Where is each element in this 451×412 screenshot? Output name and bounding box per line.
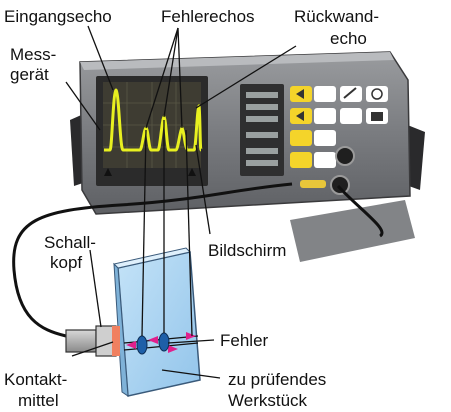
label-fehlerechos: Fehlerechos — [161, 7, 255, 26]
carrying-bracket — [290, 200, 415, 262]
block-front-face — [117, 251, 201, 397]
edit-icon — [343, 87, 357, 99]
label-eingangsecho: Eingangsecho — [4, 7, 112, 26]
key-button[interactable] — [314, 130, 336, 146]
key-button[interactable] — [366, 86, 388, 102]
label-messgeraet-2: gerät — [10, 65, 49, 84]
pointer-lines — [65, 25, 297, 379]
measuring-device — [70, 51, 425, 262]
label-werkstueck-2: Werkstück — [228, 391, 308, 410]
lock-icon — [371, 112, 383, 121]
label-kontaktmittel-1: Kontakt- — [4, 370, 67, 389]
key-button[interactable] — [340, 86, 362, 102]
play-left-icon — [296, 89, 304, 99]
key-button[interactable] — [314, 86, 336, 102]
label-messgeraet-1: Mess- — [10, 45, 56, 64]
marker-icon — [104, 168, 112, 176]
keypad — [290, 86, 388, 168]
key-button[interactable] — [290, 130, 312, 146]
power-icon — [371, 88, 383, 100]
label-fehler: Fehler — [220, 331, 269, 350]
echo-trace — [104, 88, 203, 152]
label-echo: echo — [330, 29, 367, 48]
contact-medium — [112, 326, 120, 356]
probe-cable — [12, 182, 293, 338]
label-rueckwand: Rückwand- — [294, 7, 379, 26]
connector-icon[interactable] — [335, 146, 355, 166]
key-button[interactable] — [314, 152, 336, 168]
key-button[interactable] — [314, 108, 336, 124]
key-button[interactable] — [340, 108, 362, 124]
label-schallkopf-1: Schall- — [44, 233, 96, 252]
label-werkstueck-1: zu prüfendes — [228, 370, 326, 389]
probe — [65, 325, 120, 357]
bracket-cable — [336, 184, 384, 238]
flaw-1 — [136, 335, 148, 355]
marker-icon — [188, 168, 196, 176]
flaw-2 — [158, 332, 170, 352]
housing-top-edge — [80, 52, 394, 70]
key-button[interactable] — [290, 152, 312, 168]
label-kontaktmittel-2: mittel — [18, 391, 59, 410]
label-schallkopf-2: kopf — [50, 253, 82, 272]
lcd-digits — [246, 92, 278, 166]
connector-icon[interactable] — [330, 175, 350, 195]
label-bildschirm: Bildschirm — [208, 241, 286, 260]
cable-plug — [300, 180, 326, 188]
play-left-icon — [296, 111, 304, 121]
ultrasound-arrows — [126, 332, 196, 353]
work-piece — [113, 247, 201, 397]
